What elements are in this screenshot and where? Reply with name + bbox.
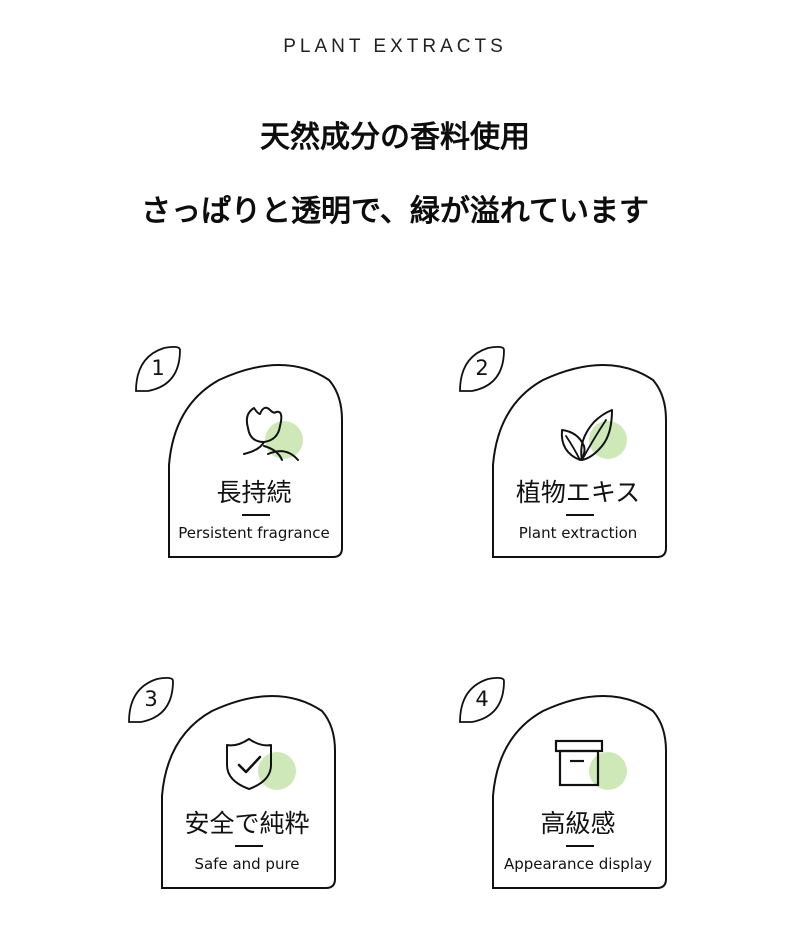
shield-check-icon	[226, 738, 296, 790]
feature-number: 2	[475, 356, 489, 380]
card-frame	[128, 676, 336, 889]
feature-number: 3	[144, 687, 158, 711]
feature-number: 1	[151, 356, 165, 380]
feature-card-2: 2 植物エキス Plant extraction	[458, 345, 668, 565]
headline-secondary: さっぱりと透明で、緑が溢れています	[141, 194, 649, 229]
feature-subtitle: Plant extraction	[518, 524, 638, 542]
feature-subtitle: Appearance display	[503, 855, 653, 873]
feature-title: 長持続	[216, 478, 292, 507]
title-underline	[566, 845, 594, 847]
box-icon	[554, 739, 627, 790]
feature-card-4: 4 高級感 Appearance display	[458, 676, 668, 896]
title-underline	[566, 514, 594, 516]
title-underline	[242, 514, 270, 516]
feature-card-3: 3 安全で純粋 Safe and pure	[127, 676, 337, 896]
feature-title: 植物エキス	[515, 478, 641, 507]
flower-icon	[243, 406, 303, 461]
feature-subtitle: Safe and pure	[194, 855, 300, 873]
card-frame	[459, 676, 667, 889]
feature-subtitle: Persistent fragrance	[178, 524, 330, 542]
feature-title: 安全で純粋	[184, 809, 310, 838]
feature-card-1: 1 長持続 Persistent fragrance	[134, 345, 344, 565]
card-frame	[459, 345, 667, 558]
section-eyebrow: PLANT EXTRACTS	[283, 36, 507, 57]
card-frame	[135, 345, 343, 558]
headline-primary: 天然成分の香料使用	[260, 120, 530, 155]
leaves-icon	[560, 409, 627, 461]
title-underline	[235, 845, 263, 847]
feature-title: 高級感	[540, 809, 616, 838]
feature-number: 4	[475, 687, 489, 711]
